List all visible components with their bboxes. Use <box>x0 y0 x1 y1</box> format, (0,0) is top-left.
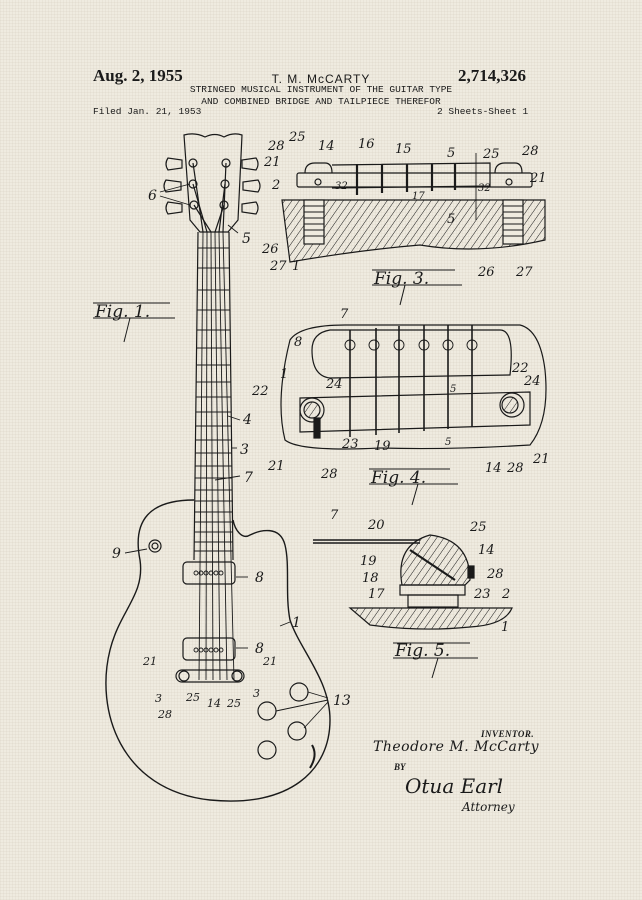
svg-text:17: 17 <box>368 587 385 602</box>
svg-text:2: 2 <box>271 178 280 193</box>
svg-text:1: 1 <box>280 367 288 382</box>
svg-text:21: 21 <box>529 171 547 186</box>
fig5-bridge-cross-section: 7 20 25 14 19 18 28 17 23 2 1 Fig. 5. <box>313 508 513 679</box>
svg-text:25: 25 <box>469 520 487 535</box>
svg-text:7: 7 <box>244 470 253 486</box>
svg-text:28: 28 <box>521 144 539 159</box>
fig4-label: Fig. 4. <box>370 468 426 488</box>
svg-text:22: 22 <box>251 384 269 399</box>
inventor-label: INVENTOR. <box>481 729 535 739</box>
svg-text:17: 17 <box>412 191 425 202</box>
attorney-label: Attorney <box>462 800 515 814</box>
svg-text:27: 27 <box>269 259 287 274</box>
svg-text:5: 5 <box>450 384 456 395</box>
svg-text:4: 4 <box>242 412 252 428</box>
svg-text:24: 24 <box>523 374 541 389</box>
svg-text:3: 3 <box>240 442 249 458</box>
svg-text:14: 14 <box>207 697 221 710</box>
svg-text:21: 21 <box>262 655 277 668</box>
patent-date: Aug. 2, 1955 <box>93 66 183 85</box>
svg-text:25: 25 <box>185 691 200 704</box>
svg-text:25: 25 <box>482 147 500 162</box>
attorney-signature: Otua Earl <box>405 774 504 798</box>
fig1-guitar: 6 5 4 3 7 9 8 8 1 21 21 3 3 25 14 25 28 … <box>93 133 351 802</box>
svg-text:13: 13 <box>333 693 351 709</box>
svg-text:25: 25 <box>226 697 241 710</box>
svg-text:28: 28 <box>486 567 504 582</box>
svg-text:5: 5 <box>445 437 451 448</box>
svg-text:24: 24 <box>325 377 343 392</box>
tuner-icon <box>163 157 261 215</box>
svg-text:16: 16 <box>358 137 375 152</box>
svg-text:28: 28 <box>320 467 338 482</box>
svg-text:28: 28 <box>267 139 285 154</box>
svg-text:8: 8 <box>255 570 264 586</box>
svg-text:1: 1 <box>292 259 300 274</box>
svg-text:1: 1 <box>501 620 509 635</box>
svg-text:2: 2 <box>501 587 510 602</box>
svg-text:19: 19 <box>374 439 391 454</box>
by-label: BY <box>394 762 406 772</box>
patent-title-line2: AND COMBINED BRIDGE AND TAILPIECE THEREF… <box>201 96 441 107</box>
svg-text:26: 26 <box>477 265 495 280</box>
fig1-label: Fig. 1. <box>94 302 150 322</box>
svg-text:9: 9 <box>112 546 121 562</box>
svg-text:21: 21 <box>532 452 550 467</box>
svg-text:7: 7 <box>330 508 339 523</box>
svg-text:25: 25 <box>288 130 306 145</box>
svg-text:5: 5 <box>447 146 455 161</box>
svg-text:28: 28 <box>506 461 524 476</box>
svg-text:28: 28 <box>157 708 172 721</box>
svg-text:6: 6 <box>148 188 157 204</box>
inventor-header-name: T. M. McCARTY <box>271 72 371 86</box>
svg-text:7: 7 <box>340 307 349 322</box>
svg-text:3: 3 <box>253 687 260 700</box>
svg-text:27: 27 <box>515 265 533 280</box>
svg-text:14: 14 <box>318 139 335 154</box>
svg-text:14: 14 <box>485 461 502 476</box>
sheet-count: 2 Sheets-Sheet 1 <box>437 106 529 117</box>
svg-text:21: 21 <box>263 155 281 170</box>
filed-date: Filed Jan. 21, 1953 <box>93 106 202 117</box>
patent-title-line1: STRINGED MUSICAL INSTRUMENT OF THE GUITA… <box>189 84 453 95</box>
svg-text:18: 18 <box>362 571 379 586</box>
svg-text:19: 19 <box>360 554 377 569</box>
svg-text:5: 5 <box>242 231 251 247</box>
svg-text:22: 22 <box>511 361 529 376</box>
patent-number: 2,714,326 <box>458 66 526 85</box>
svg-text:14: 14 <box>478 543 495 558</box>
svg-text:21: 21 <box>142 655 157 668</box>
svg-text:15: 15 <box>395 142 412 157</box>
fig5-label: Fig. 5. <box>394 641 450 661</box>
svg-text:8: 8 <box>255 641 264 657</box>
svg-text:5: 5 <box>447 212 455 227</box>
svg-text:23: 23 <box>473 587 491 602</box>
svg-text:26: 26 <box>261 242 279 257</box>
svg-text:20: 20 <box>367 518 385 533</box>
svg-text:1: 1 <box>292 615 301 631</box>
svg-text:21: 21 <box>267 459 285 474</box>
inventor-signature: Theodore M. McCarty <box>373 739 540 755</box>
svg-text:8: 8 <box>294 335 302 350</box>
svg-text:3: 3 <box>155 692 162 705</box>
fig3-label: Fig. 3. <box>373 269 429 289</box>
svg-text:32: 32 <box>478 183 491 194</box>
svg-text:32: 32 <box>335 181 348 192</box>
svg-text:23: 23 <box>341 437 359 452</box>
